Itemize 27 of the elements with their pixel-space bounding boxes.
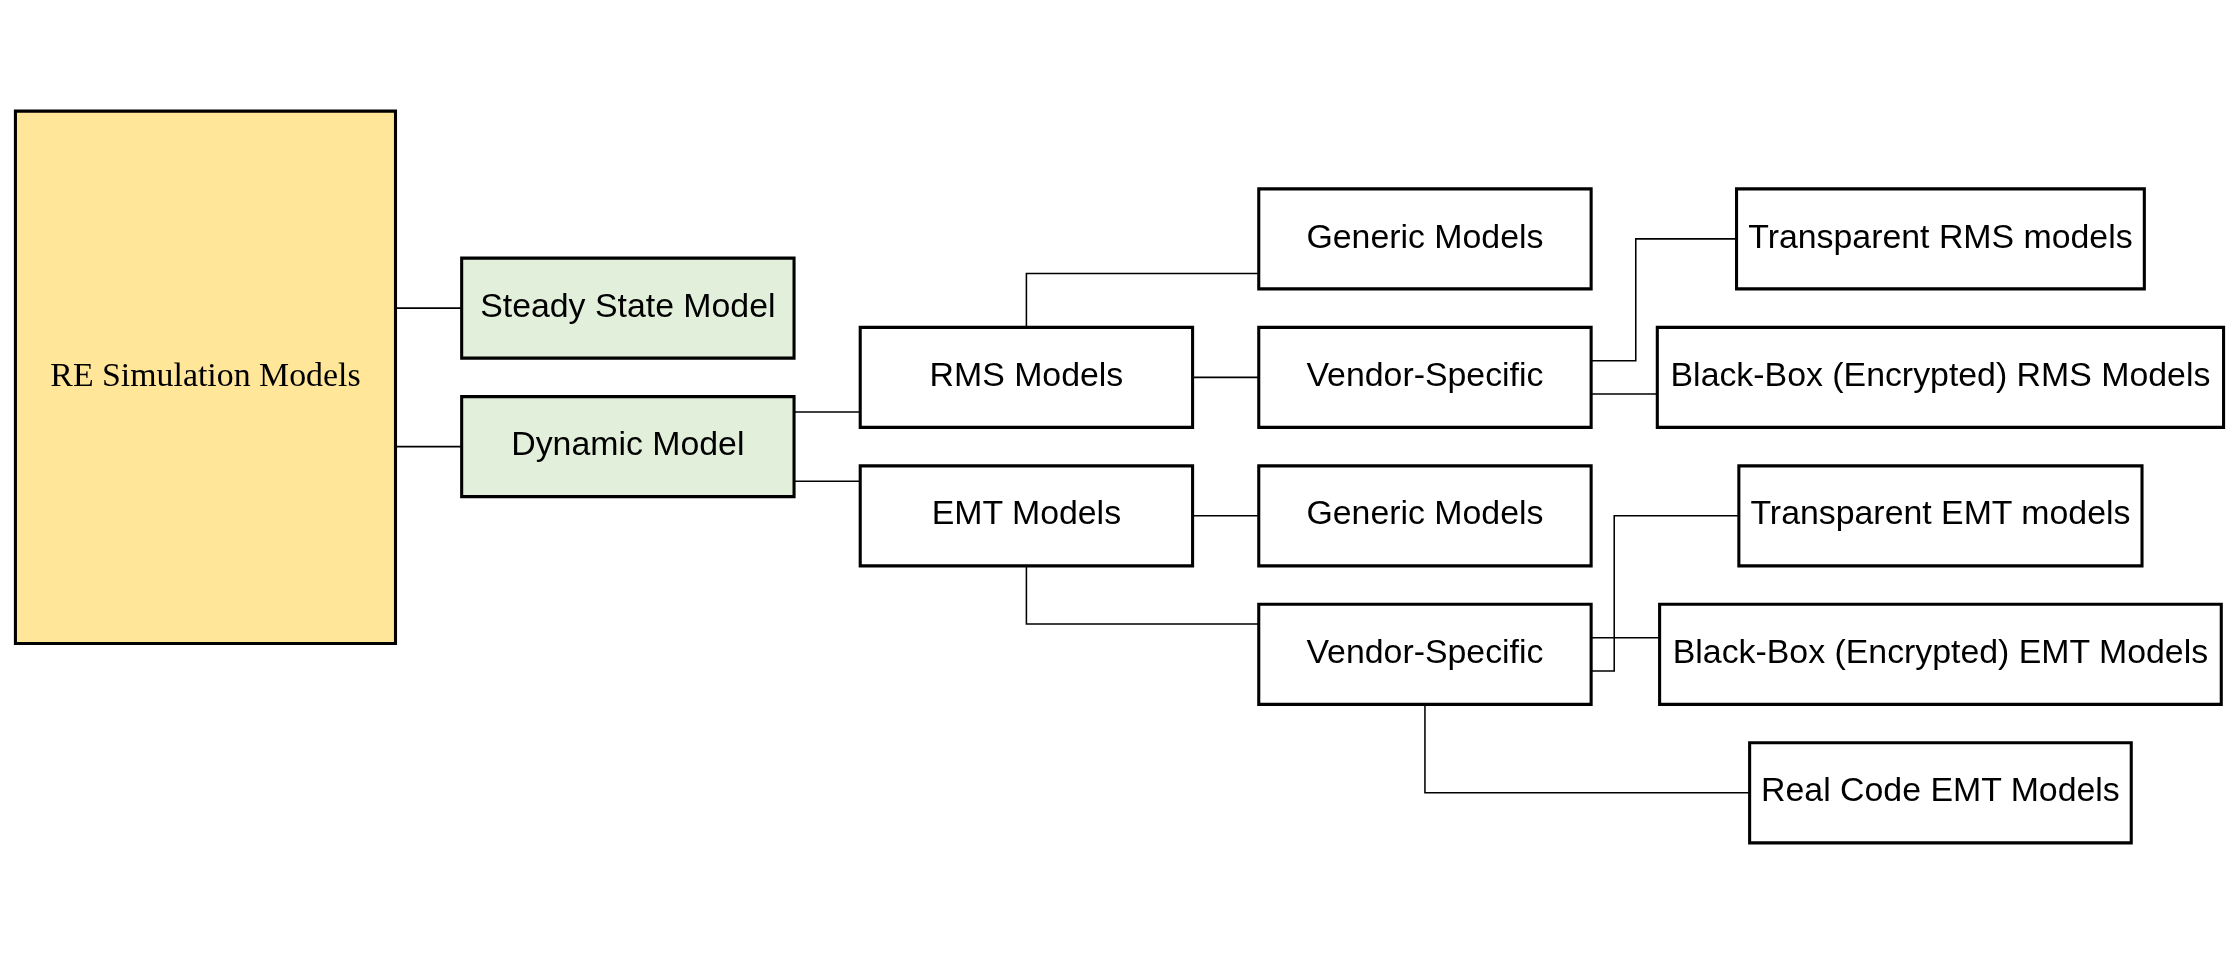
node-box: Vendor-Specific bbox=[1257, 325, 1593, 429]
node-box: Vendor-Specific bbox=[1257, 602, 1593, 706]
connector bbox=[394, 445, 463, 448]
connector bbox=[1591, 515, 1740, 672]
connector bbox=[1192, 376, 1260, 379]
node-box: Transparent RMS models bbox=[1735, 187, 2146, 291]
connector bbox=[1025, 272, 1259, 329]
connector bbox=[1192, 515, 1260, 517]
node-box: Generic Models bbox=[1257, 187, 1593, 291]
node-box: Generic Models bbox=[1257, 464, 1593, 568]
node-box: Black-Box (Encrypted) EMT Models bbox=[1658, 602, 2223, 706]
node-box: Dynamic Model bbox=[460, 395, 796, 499]
node-box: RMS Models bbox=[858, 325, 1195, 429]
connector bbox=[793, 411, 861, 413]
connector bbox=[1025, 565, 1259, 625]
connector bbox=[394, 307, 463, 309]
node-box: EMT Models bbox=[858, 464, 1195, 568]
node-box: Real Code EMT Models bbox=[1748, 741, 2133, 845]
node-box: Steady State Model bbox=[460, 256, 796, 360]
connector bbox=[1424, 703, 1750, 794]
connector bbox=[1590, 393, 1659, 395]
node-box: Transparent EMT models bbox=[1737, 464, 2144, 568]
node-box: Black-Box (Encrypted) RMS Models bbox=[1655, 325, 2226, 429]
node-box: RE Simulation Models bbox=[13, 109, 398, 646]
connector bbox=[793, 480, 861, 482]
connector bbox=[1590, 636, 1660, 639]
connector bbox=[1590, 238, 1738, 362]
